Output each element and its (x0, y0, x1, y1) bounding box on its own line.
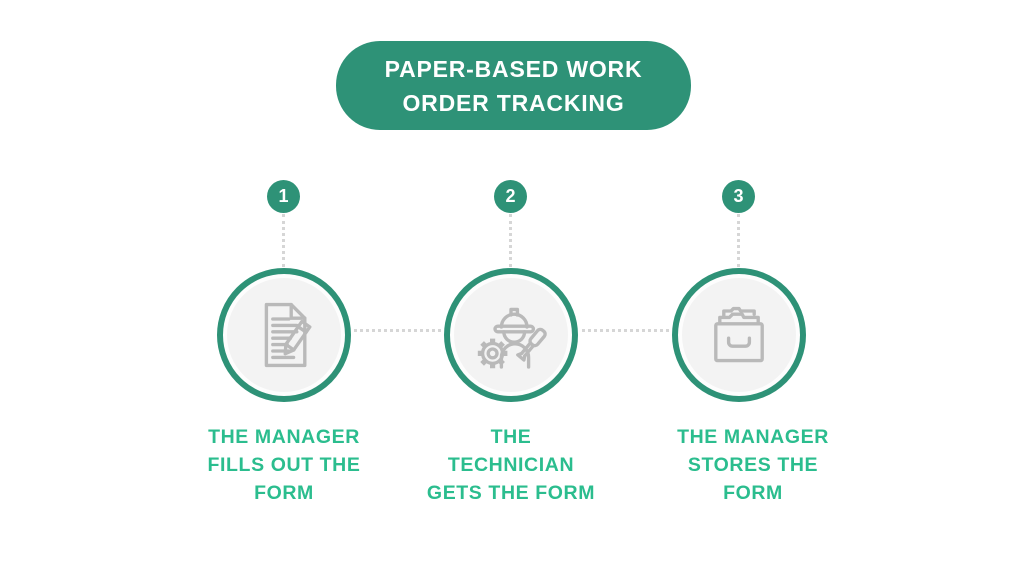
step-3-badge: 3 (722, 180, 755, 213)
step-1-badge: 1 (267, 180, 300, 213)
connector-step1-step2 (354, 329, 441, 332)
step-2-label: THE TECHNICIAN GETS THE FORM (401, 423, 621, 507)
step-3-vertical-connector (737, 214, 740, 267)
step-2-vertical-connector (509, 214, 512, 267)
title-pill: PAPER-BASED WORK ORDER TRACKING (336, 41, 691, 130)
title-line-1: PAPER-BASED WORK (384, 55, 643, 82)
step-2-circle (444, 268, 578, 402)
step-label-line: TECHNICIAN (447, 454, 575, 476)
title-line-2: ORDER TRACKING (402, 89, 625, 116)
step-label-line: GETS THE FORM (426, 482, 596, 504)
connector-step2-step3 (582, 329, 669, 332)
step-label-line: STORES THE (687, 454, 819, 476)
step-3-circle (672, 268, 806, 402)
step-1-circle (217, 268, 351, 402)
step-3-label: THE MANAGER STORES THE FORM (643, 423, 863, 507)
step-1-vertical-connector (282, 214, 285, 267)
step-label-line: THE (490, 426, 532, 448)
step-label-line: THE MANAGER (677, 426, 829, 448)
archive-drawer-icon (714, 306, 764, 363)
step-label-line: FORM (254, 482, 314, 504)
step-label-line: FILLS OUT THE (207, 454, 361, 476)
technician-icon (477, 307, 547, 369)
step-label-line: FORM (723, 482, 783, 504)
document-pencil-icon (264, 302, 312, 368)
step-2-badge: 2 (494, 180, 527, 213)
step-label-line: THE MANAGER (208, 426, 360, 448)
step-1-label: THE MANAGER FILLS OUT THE FORM (174, 423, 394, 507)
